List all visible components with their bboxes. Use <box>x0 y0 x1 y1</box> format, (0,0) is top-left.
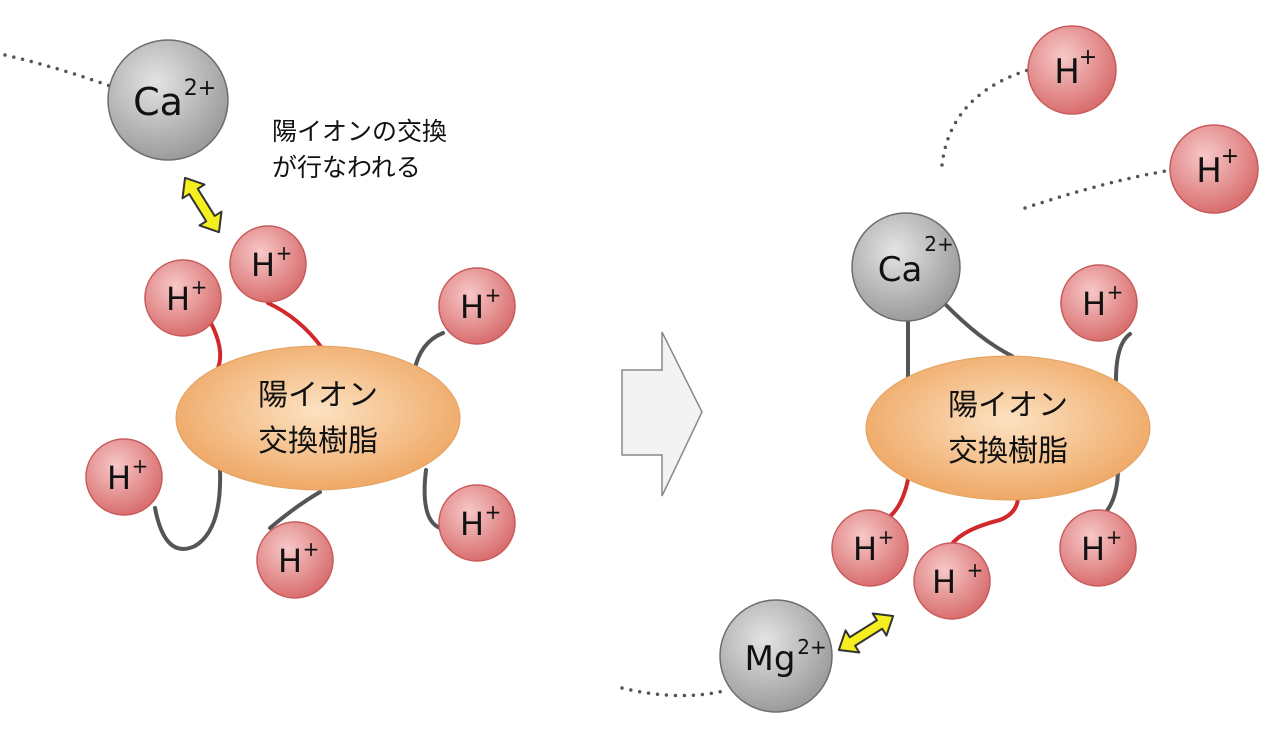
hydrogen-charge: + <box>878 525 895 549</box>
exchange-annotation-line2: が行なわれる <box>272 153 421 182</box>
hydrogen-symbol: H <box>251 246 275 284</box>
hydrogen-symbol: H <box>166 280 190 318</box>
magnesium-charge: 2+ <box>797 635 826 659</box>
hydrogen-ion: H+ <box>1059 509 1137 587</box>
resin-label-line1: 陽イオン <box>948 388 1068 423</box>
resin-label-line1: 陽イオン <box>258 378 378 413</box>
hydrogen-symbol: H <box>1054 52 1080 92</box>
calcium-charge: 2+ <box>184 76 216 101</box>
bond-inactive <box>422 468 442 530</box>
hydrogen-ion: H+ <box>438 267 516 345</box>
transition-arrow <box>621 331 703 497</box>
hydrogen-ion: H+ <box>1060 264 1138 342</box>
hydrogen-charge: + <box>276 241 293 265</box>
calcium-trail <box>3 53 112 88</box>
calcium-ion-after: Ca 2+ <box>851 212 961 322</box>
hydrogen-symbol: H <box>853 530 877 568</box>
calcium-symbol: Ca <box>878 250 923 290</box>
calcium-ion-before: Ca 2+ <box>107 39 229 161</box>
hydrogen-ion: H+ <box>256 521 334 599</box>
hydrogen-symbol: H <box>107 459 131 497</box>
hydrogen-symbol: H <box>1082 285 1106 323</box>
bond-active <box>208 319 223 370</box>
magnesium-symbol: Mg <box>745 639 796 679</box>
hydrogen-charge: + <box>485 500 502 524</box>
hydrogen-symbol: H <box>460 505 484 543</box>
resin-ellipse-after <box>865 355 1151 501</box>
hydrogen-charge: + <box>191 275 208 299</box>
bond-inactive <box>1114 332 1132 382</box>
hydrogen-symbol: H <box>1081 530 1105 568</box>
hydrogen-symbol: H <box>278 542 302 580</box>
bond-inactive <box>412 331 445 374</box>
resin-label-line2: 交換樹脂 <box>948 434 1068 469</box>
hydrogen-charge: + <box>303 537 320 561</box>
calcium-charge: 2+ <box>924 232 953 256</box>
exchange-arrow <box>181 176 223 234</box>
calcium-symbol: Ca <box>133 80 183 124</box>
hydrogen-ion: H+ <box>913 542 991 620</box>
hydrogen-charge: + <box>1107 280 1124 304</box>
bond-active <box>948 490 1021 549</box>
hydrogen-ion: H+ <box>831 509 909 587</box>
hydrogen-ion: H+ <box>229 225 307 303</box>
hydrogen-ion: H+ <box>144 259 222 337</box>
hydrogen-charge: + <box>1221 144 1239 169</box>
hydrogen-ion: H+ <box>85 438 163 516</box>
bond-inactive <box>942 301 1014 358</box>
exchange-annotation-line1: 陽イオンの交換 <box>272 117 447 146</box>
hydrogen-ion: H+ <box>438 484 516 562</box>
hydrogen-symbol: H <box>932 563 956 601</box>
magnesium-ion: Mg 2+ <box>719 599 833 713</box>
resin-ellipse-before <box>175 345 461 491</box>
hydrogen-charge: + <box>132 454 149 478</box>
magnesium-trail <box>620 686 730 698</box>
hydrogen-charge: + <box>967 558 984 582</box>
hydrogen-ion-free: H+ <box>1027 25 1117 115</box>
hydrogen-charge: + <box>1106 525 1123 549</box>
hydrogen-ion-free: H+ <box>1169 124 1259 214</box>
bond-inactive <box>153 468 223 551</box>
bond-active <box>266 301 324 350</box>
exchange-arrow <box>837 612 895 654</box>
resin-label-line2: 交換樹脂 <box>258 424 378 459</box>
hydrogen-trail <box>940 68 1030 167</box>
hydrogen-trail <box>1023 168 1174 210</box>
hydrogen-symbol: H <box>1196 151 1222 191</box>
bond-inactive <box>268 490 322 530</box>
hydrogen-charge: + <box>485 283 502 307</box>
hydrogen-symbol: H <box>460 288 484 326</box>
hydrogen-charge: + <box>1079 45 1097 70</box>
